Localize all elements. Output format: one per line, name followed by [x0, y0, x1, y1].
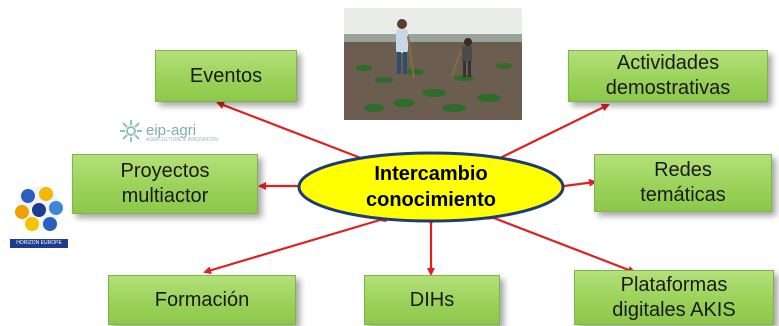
node-dihs: DIHs [364, 275, 500, 325]
arrow-plataformas [486, 212, 636, 274]
node-plataformas-label: Plataformas digitales AKIS [612, 273, 736, 321]
horizon-europe-logo: HORIZON EUROPE [6, 182, 72, 248]
center-label: Intercambio conocimiento [365, 163, 496, 211]
arrow-eventos [216, 101, 374, 166]
node-actividades-label: Actividades demostrativas [605, 52, 731, 99]
arrow-redes [557, 178, 597, 191]
node-proyectos-label: Proyectos multiactor [120, 160, 210, 207]
node-plataformas-digitales: Plataformas digitales AKIS [574, 270, 774, 325]
node-formacion: Formación [108, 275, 296, 325]
node-redes-tematicas: Redes temáticas [594, 154, 772, 212]
node-dihs-label: DIHs [409, 288, 455, 311]
farm-workers-photo [344, 8, 522, 120]
node-proyectos-multiactor: Proyectos multiactor [72, 154, 258, 214]
eip-agri-logo: eip-agri AGRICULTURE & INNOVATION [118, 118, 218, 144]
center-node-intercambio: Intercambio conocimiento [296, 150, 566, 224]
node-redes-label: Redes temáticas [640, 159, 726, 206]
center-ellipse [297, 151, 565, 223]
node-eventos: Eventos [155, 50, 297, 102]
node-formacion-label: Formación [154, 288, 250, 311]
node-actividades-demostrativas: Actividades demostrativas [568, 50, 768, 102]
arrow-actividades [488, 104, 610, 167]
node-eventos-label: Eventos [189, 64, 263, 87]
arrow-formacion [203, 214, 387, 275]
